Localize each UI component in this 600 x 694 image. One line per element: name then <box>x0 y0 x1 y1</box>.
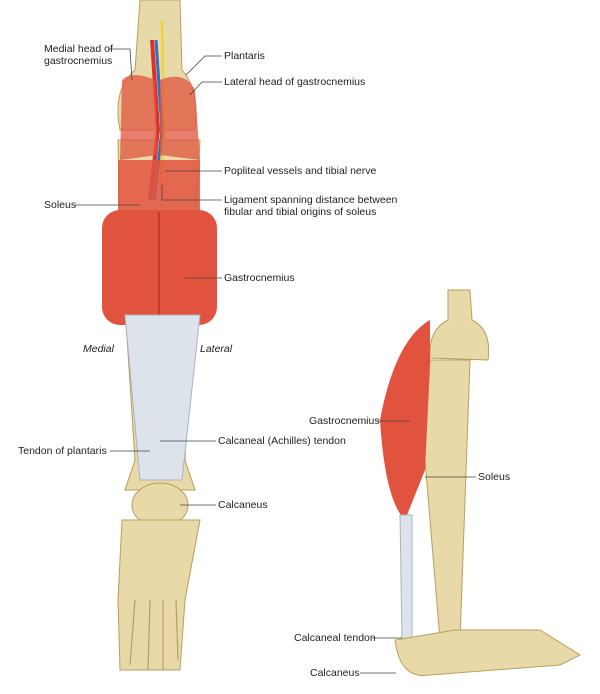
lateral-head <box>160 76 200 160</box>
soleus-muscle <box>118 160 200 215</box>
lateral-leg-drawing <box>380 289 582 677</box>
label-lateral-gastrocnemius: Gastrocnemius <box>309 415 380 427</box>
foot-bones <box>117 519 201 671</box>
label-calcaneus: Calcaneus <box>218 499 268 511</box>
medial-head <box>120 75 158 160</box>
label-plantaris: Plantaris <box>224 50 265 62</box>
posterior-leg-drawing <box>102 0 217 671</box>
lateral-gastrocnemius <box>380 320 430 520</box>
lateral-femur <box>429 289 490 361</box>
label-calcaneal-achilles-tendon: Calcaneal (Achilles) tendon <box>218 435 346 447</box>
lateral-tendon <box>399 514 413 641</box>
label-lateral-calcaneus: Calcaneus <box>310 667 360 679</box>
label-medial-head-line1: Medial head of <box>44 43 113 55</box>
lateral-tibia <box>424 359 471 641</box>
label-lateral-calcaneal-tendon: Calcaneal tendon <box>294 632 376 644</box>
label-medial: Medial <box>83 343 114 355</box>
label-soleus: Soleus <box>44 199 77 211</box>
label-medial-head-line2: gastrocnemius <box>44 55 113 67</box>
calcaneal-tendon <box>124 314 201 481</box>
label-lateral: Lateral <box>200 343 233 355</box>
label-tendon-of-plantaris: Tendon of plantaris <box>18 445 107 457</box>
lateral-foot <box>394 629 582 677</box>
label-ligament-line1: Ligament spanning distance between <box>224 194 398 206</box>
leader-lines <box>75 48 476 674</box>
label-lateral-head: Lateral head of gastrocnemius <box>224 76 366 88</box>
label-ligament-line2: fibular and tibial origins of soleus <box>224 206 377 218</box>
label-lateral-soleus: Soleus <box>478 471 511 483</box>
label-popliteal: Popliteal vessels and tibial nerve <box>224 165 377 177</box>
label-gastrocnemius: Gastrocnemius <box>224 272 295 284</box>
